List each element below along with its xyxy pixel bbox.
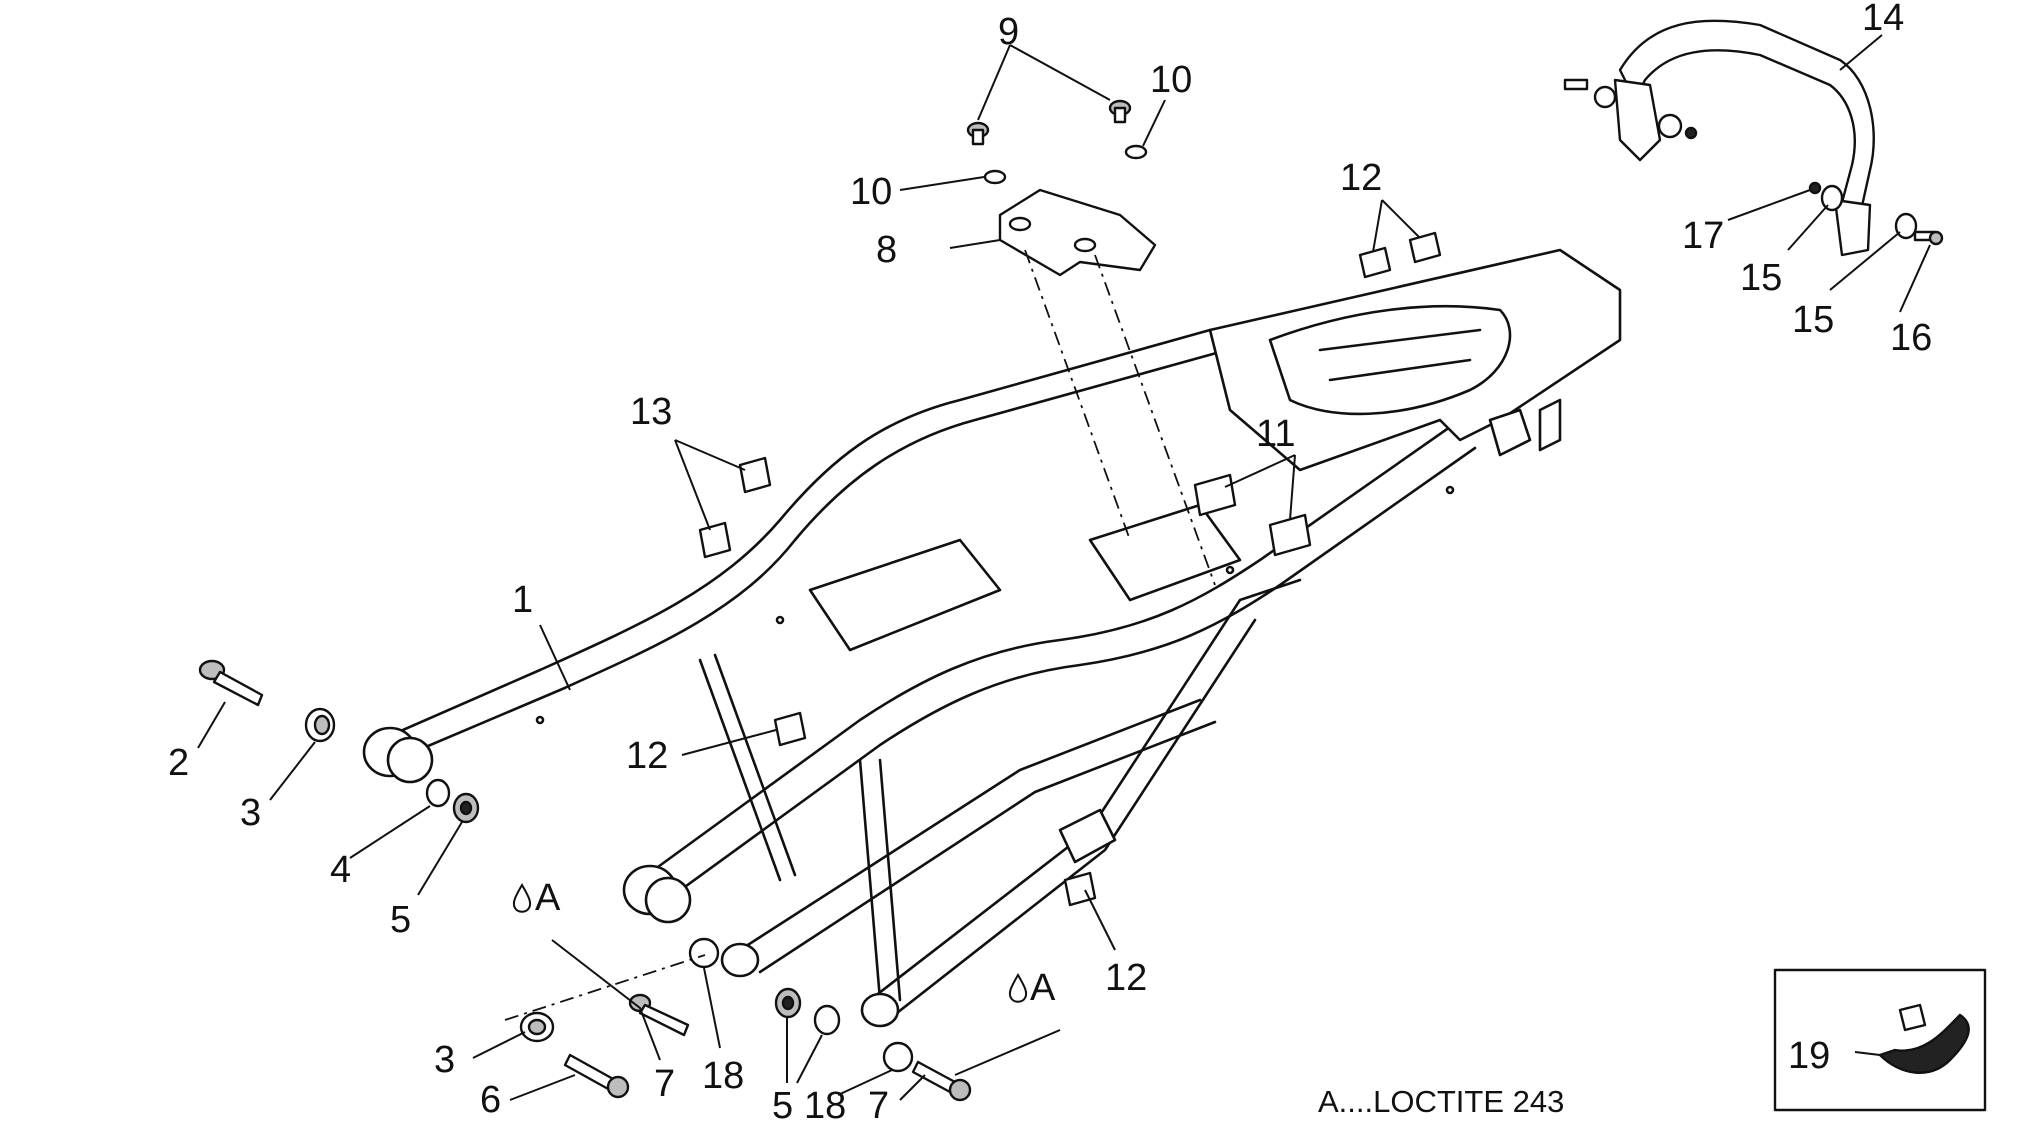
callout-5-bottom: 5: [772, 1085, 793, 1120]
loctite-legend: A....LOCTITE 243: [1318, 1084, 1564, 1119]
screw-part-9-left: [966, 121, 990, 146]
callout-labels: 1 2 3 3 4 5 5 6 7 7 8 9 10 10 11 12 12 1…: [168, 0, 1932, 1125]
bolt-part-7-right: [911, 1060, 972, 1102]
clip-nut-part-12-middle: [773, 711, 807, 747]
spacer-part-3-bottom: [519, 1011, 555, 1043]
callout-13: 13: [630, 391, 672, 433]
callout-9: 9: [998, 11, 1019, 53]
callout-18-right: 18: [804, 1085, 846, 1120]
callout-18-left: 18: [702, 1055, 744, 1097]
screw-part-9-right: [1108, 99, 1132, 124]
callout-3-bottom: 3: [434, 1039, 455, 1081]
drop-icon: [1008, 973, 1028, 1003]
callout-16: 16: [1890, 317, 1932, 359]
callout-7-right: 7: [868, 1085, 889, 1120]
callout-12-top: 12: [1340, 157, 1382, 199]
callout-14: 14: [1862, 0, 1904, 39]
callout-12-middle: 12: [626, 735, 668, 777]
loctite-mark-left: A: [535, 877, 561, 919]
washer-part-5-bottom: [813, 1004, 841, 1036]
clip-nut-part-13: [698, 456, 772, 559]
screw-part-16-handle-top: [1563, 78, 1617, 109]
washer-part-10-left: [983, 169, 1007, 185]
callout-10-right: 10: [1150, 59, 1192, 101]
clip-nut-part-11: [1193, 473, 1312, 557]
nut-part-17: [1808, 181, 1822, 195]
callout-19: 19: [1788, 1035, 1830, 1077]
rear-frame: [362, 248, 1622, 1028]
callout-1: 1: [512, 579, 533, 621]
nut-part-5-bottom: [774, 987, 802, 1019]
bolt-part-7-left: [628, 993, 690, 1037]
callout-7-left: 7: [654, 1063, 675, 1105]
screw-part-16: [1913, 230, 1944, 246]
callout-15-left: 15: [1740, 257, 1782, 299]
leader-lines: [197, 34, 1931, 1101]
callout-2: 2: [168, 742, 189, 784]
washer-part-18-left: [688, 937, 720, 969]
clip-nut-part-12-top: [1358, 231, 1442, 279]
washer-part-18-right: [882, 1041, 914, 1073]
callout-10-left: 10: [850, 171, 892, 213]
callout-11: 11: [1256, 413, 1295, 455]
washer-part-4: [425, 778, 451, 808]
callout-3-top: 3: [240, 792, 261, 834]
grab-handle-part-14: [1613, 19, 1875, 257]
washer-part-15-right: [1894, 212, 1918, 240]
callout-6: 6: [480, 1079, 501, 1120]
callout-17: 17: [1682, 215, 1724, 257]
washer-part-15-left: [1820, 184, 1844, 212]
bolt-part-2: [198, 659, 264, 707]
bolt-part-6: [563, 1053, 630, 1099]
callout-4: 4: [330, 849, 351, 891]
nut-part-5-top: [452, 792, 480, 824]
callout-5-top: 5: [390, 899, 411, 941]
spacer-part-3-top: [304, 707, 336, 743]
washer-part-10-right: [1124, 144, 1148, 160]
loctite-markers: A A: [512, 877, 1056, 1009]
callout-8: 8: [876, 229, 897, 271]
assembly-lines: [504, 249, 1216, 1021]
inset-box-part-19: [1773, 968, 1987, 1112]
bracket-part-8: [998, 188, 1157, 277]
drop-icon: [512, 883, 532, 913]
callout-15-right: 15: [1792, 299, 1834, 341]
loctite-mark-right: A: [1030, 967, 1056, 1009]
callout-12-lower: 12: [1105, 957, 1147, 999]
